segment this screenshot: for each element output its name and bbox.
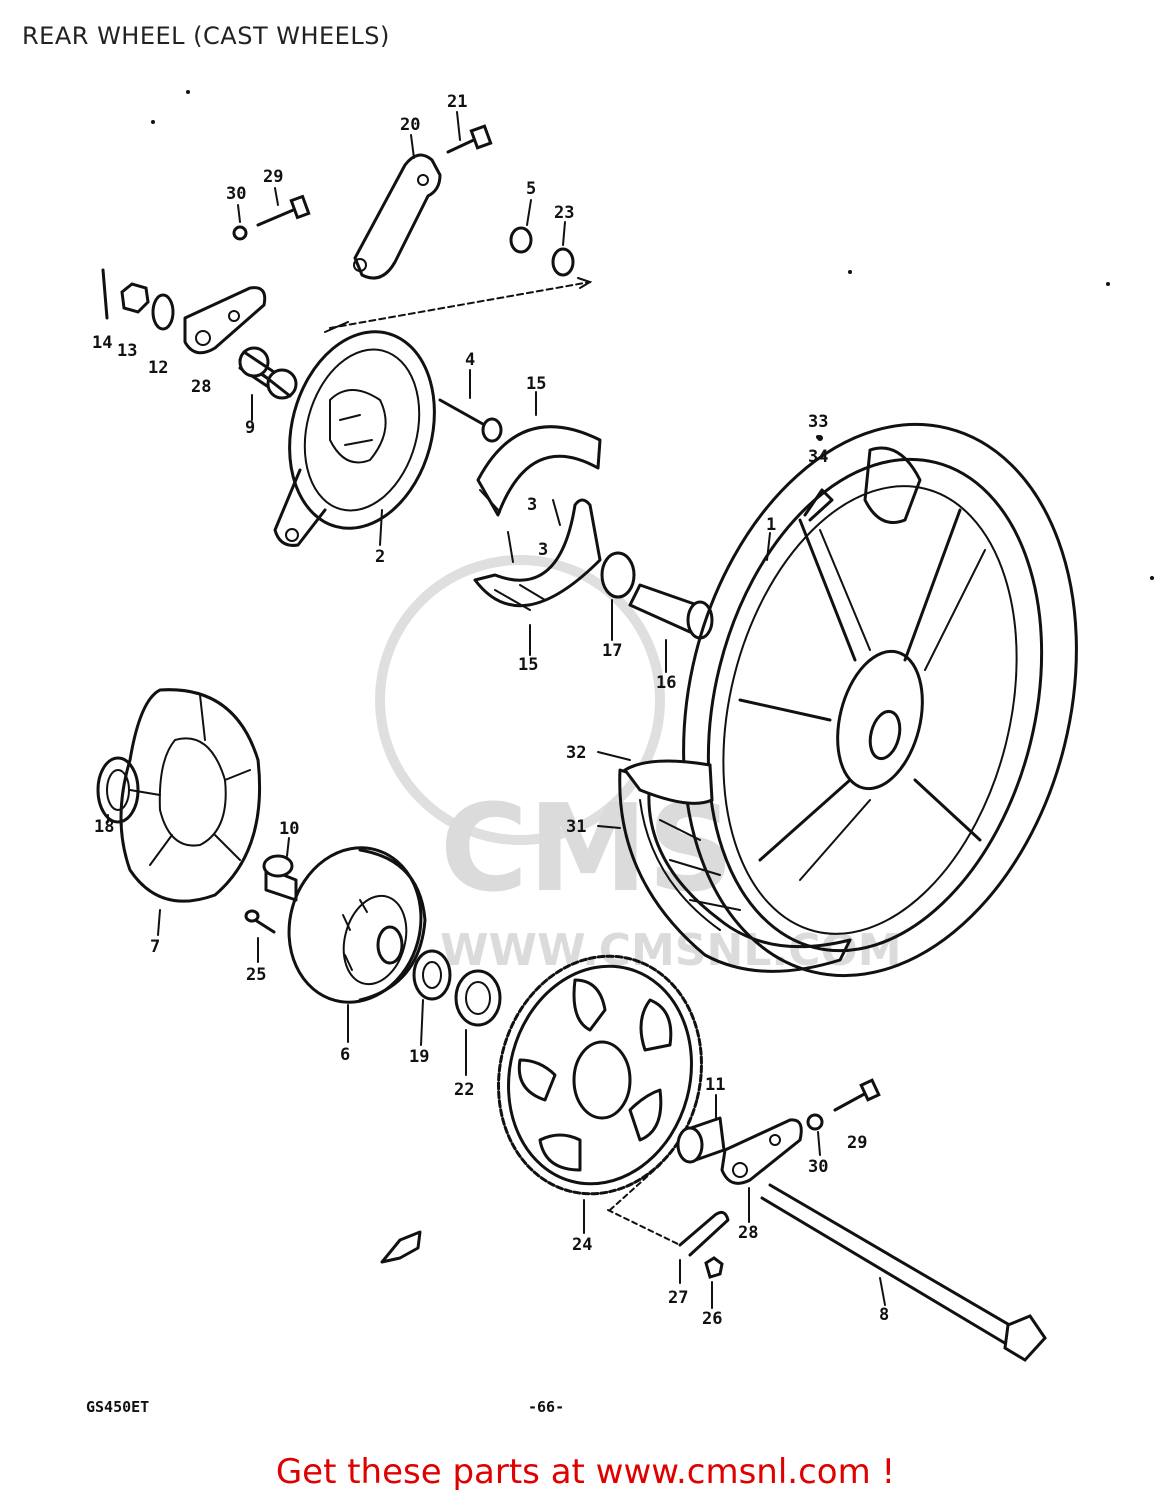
part-label: 29 (847, 1133, 867, 1153)
part-label: 30 (226, 184, 246, 204)
part-label: 27 (668, 1288, 688, 1308)
part-label: 20 (400, 115, 420, 135)
part-label: 34 (808, 447, 828, 467)
brake-shoe-15-upper (476, 425, 602, 517)
cast-wheel-1 (682, 422, 1078, 978)
part-label: 15 (518, 655, 538, 675)
part-label: 6 (340, 1045, 350, 1065)
cta-link[interactable]: Get these parts at www.cmsnl.com ! (275, 1452, 896, 1492)
part-label: 17 (602, 641, 622, 661)
nut-30-bottom (806, 1113, 824, 1131)
nut-26 (704, 1256, 724, 1279)
front-arrow-icon (380, 1230, 422, 1264)
model-code: GS450ET (86, 1398, 149, 1416)
part-label: 1 (766, 515, 776, 535)
bolt-21 (446, 124, 493, 154)
part-label: 23 (554, 203, 574, 223)
part-label: 3 (527, 495, 537, 515)
spacer-11 (676, 1116, 726, 1164)
washer-23 (551, 247, 575, 277)
part-label: 31 (566, 817, 586, 837)
sprocket-drum-6 (287, 846, 427, 1004)
washer-12 (151, 293, 175, 331)
part-label: 3 (538, 540, 548, 560)
valve-34 (803, 435, 834, 522)
oil-seal-18 (96, 756, 140, 824)
part-label: 28 (738, 1223, 758, 1243)
part-label: 25 (246, 965, 266, 985)
brake-springs-3 (507, 499, 561, 563)
part-label: 28 (191, 377, 211, 397)
nut-13 (120, 282, 150, 314)
bolt-29-top (232, 194, 311, 241)
washer-5 (509, 226, 533, 254)
bolt-25 (244, 909, 276, 934)
brake-cam-4 (438, 398, 503, 443)
rear-sprocket-24 (497, 954, 703, 1196)
part-label: 29 (263, 167, 283, 187)
part-label: 11 (705, 1075, 725, 1095)
lock-washer-27 (678, 1210, 730, 1257)
part-label: 22 (454, 1080, 474, 1100)
bearing-19 (412, 949, 452, 1001)
chain-adjuster-28-bottom (720, 1118, 803, 1185)
page-number: -66- (528, 1398, 564, 1416)
part-label: 26 (702, 1309, 722, 1329)
tube-32 (622, 759, 714, 805)
brake-panel-2 (273, 330, 436, 547)
part-label: 5 (526, 179, 536, 199)
part-label: 19 (409, 1047, 429, 1067)
part-label: 32 (566, 743, 586, 763)
brake-torque-link (353, 153, 442, 280)
part-label: 16 (656, 673, 676, 693)
part-label: 21 (447, 92, 467, 112)
part-label: 4 (465, 350, 475, 370)
part-label: 33 (808, 412, 828, 432)
part-callouts: 21 20 29 30 5 23 14 13 12 28 4 15 9 2 33… (92, 92, 889, 1329)
part-label: 12 (148, 358, 168, 378)
part-label: 15 (526, 374, 546, 394)
part-label: 7 (150, 937, 160, 957)
spacer-9 (238, 346, 298, 400)
part-label: 2 (375, 547, 385, 567)
part-label: 13 (117, 341, 137, 361)
bolt-29-bottom (833, 1078, 881, 1112)
cush-damper-7 (119, 688, 262, 903)
axle-8 (760, 1183, 1047, 1362)
part-label: 30 (808, 1157, 828, 1177)
part-label: 18 (94, 817, 114, 837)
brake-shoe-15-lower (473, 498, 602, 611)
part-label: 10 (279, 819, 299, 839)
spacer-10 (262, 854, 298, 902)
page-title: REAR WHEEL (CAST WHEELS) (22, 22, 390, 50)
part-label: 14 (92, 333, 112, 353)
chain-adjuster-28-top (183, 286, 267, 355)
oil-seal-22 (454, 969, 502, 1027)
part-label: 8 (879, 1305, 889, 1325)
part-label: 24 (572, 1235, 592, 1255)
tire-31 (618, 768, 852, 973)
part-label: 9 (245, 418, 255, 438)
bearing-17 (600, 551, 636, 599)
cotter-pin-14 (101, 268, 109, 320)
